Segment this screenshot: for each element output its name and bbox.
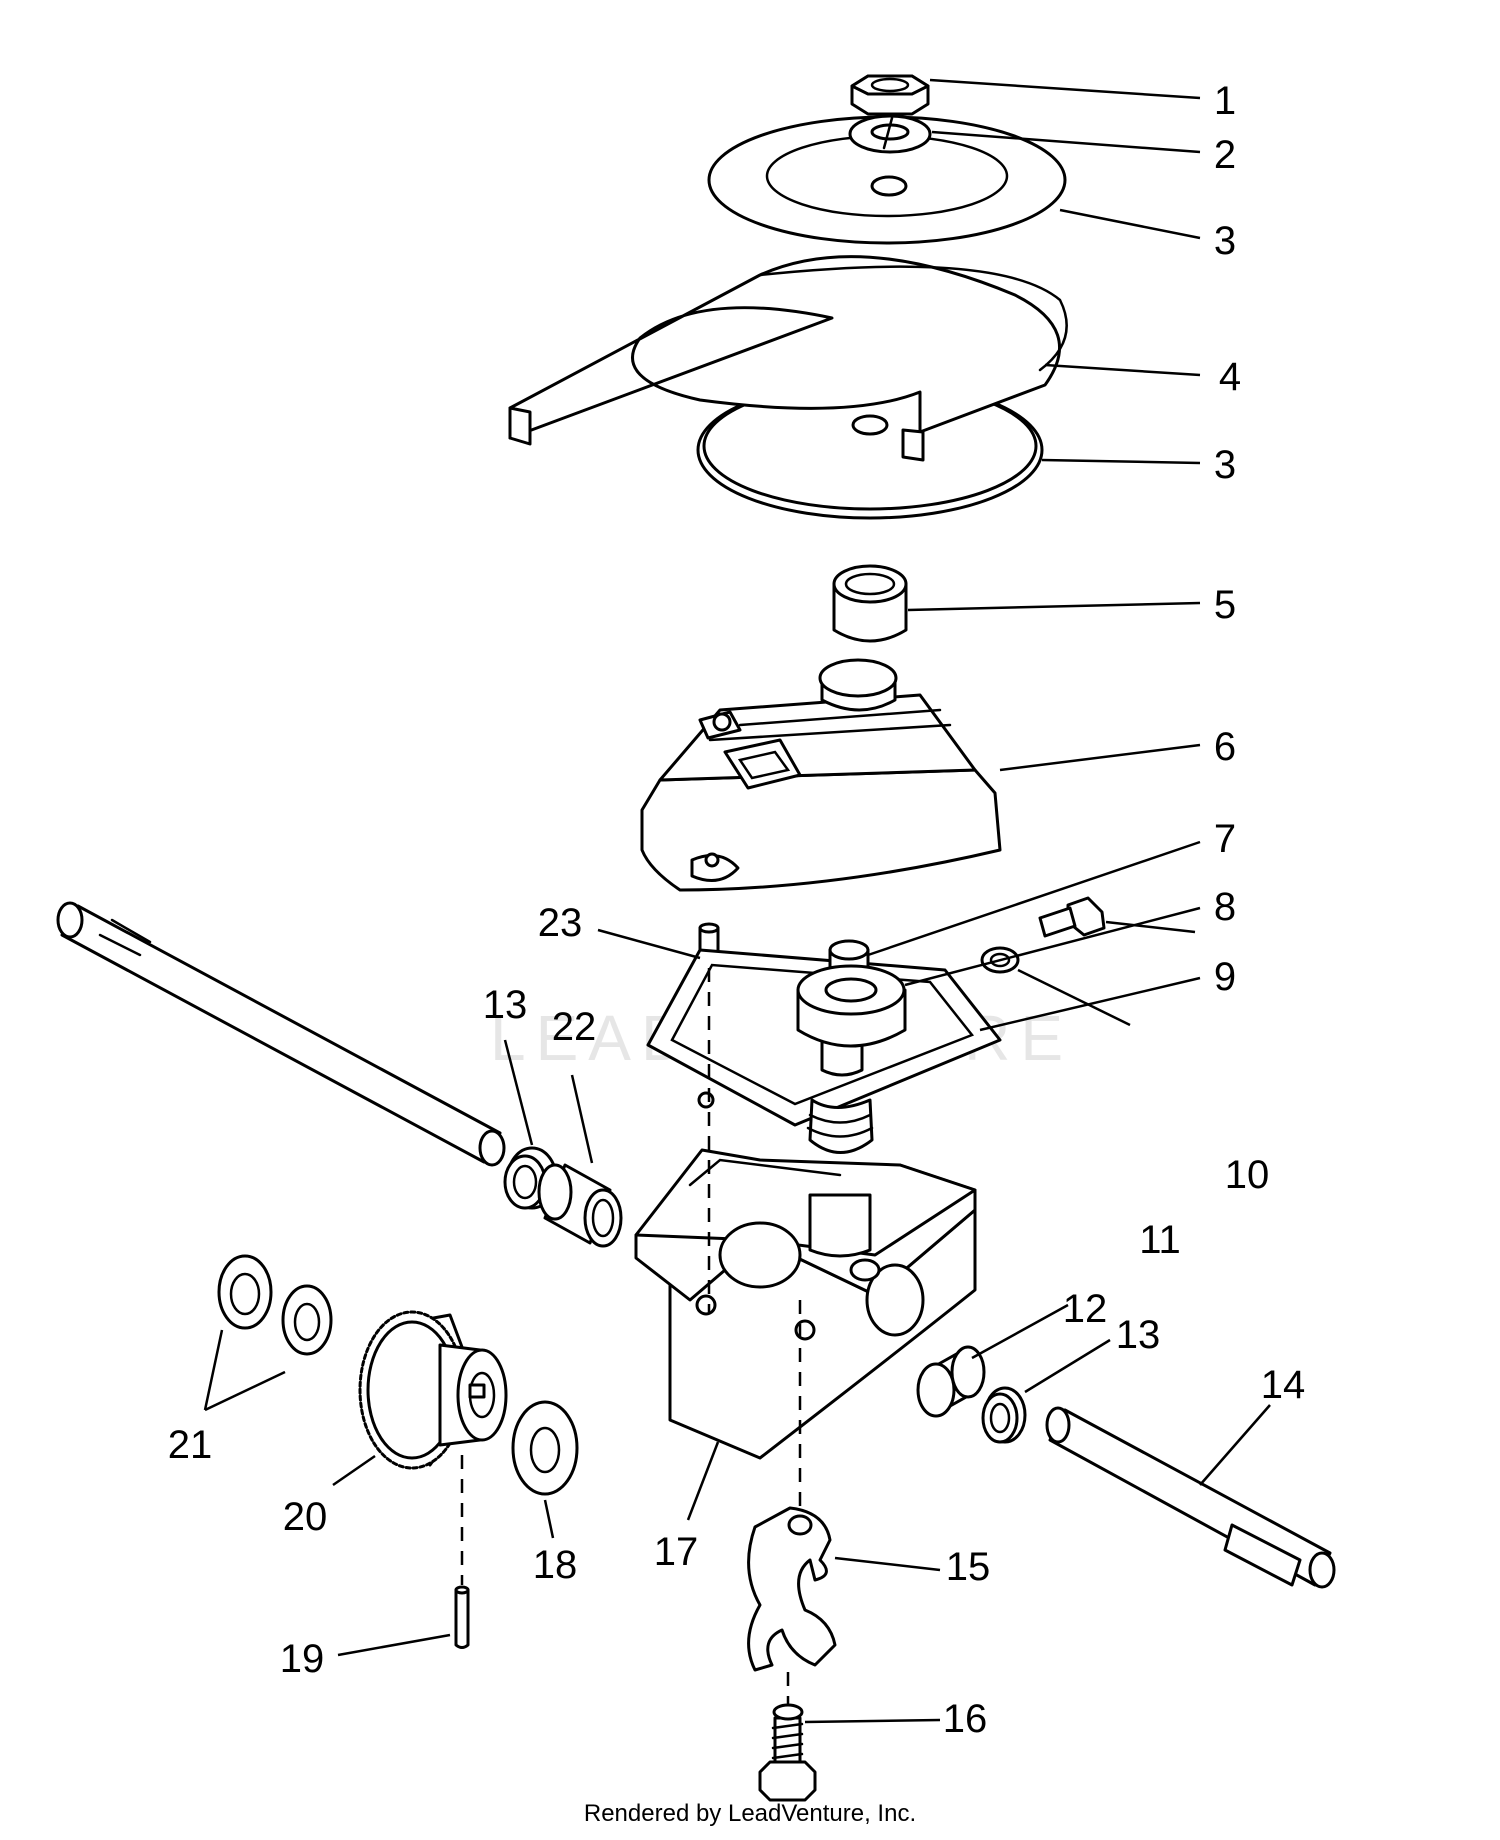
spacer-icon — [832, 564, 908, 643]
axle-shaft-icon — [56, 901, 506, 1167]
roll-pin-icon — [454, 1585, 470, 1649]
callout-3: 3 — [1214, 219, 1236, 263]
callout-21: 21 — [168, 1423, 213, 1467]
seal-icon — [981, 1386, 1027, 1444]
callout-16: 16 — [943, 1697, 988, 1741]
gearbox-housing-icon — [634, 1148, 977, 1460]
callout-18: 18 — [533, 1543, 578, 1587]
callout-6: 6 — [1214, 725, 1236, 769]
alignment-lines — [460, 968, 802, 1705]
callout-9: 9 — [1214, 955, 1236, 999]
axle-shaft-icon — [1045, 1406, 1336, 1589]
callout-12: 12 — [1063, 1287, 1108, 1331]
bracket-icon — [747, 1506, 837, 1672]
callout-22: 22 — [552, 1005, 597, 1049]
callout-2: 2 — [1214, 133, 1236, 177]
bearing-icon — [796, 964, 907, 1048]
hex-nut-icon — [850, 74, 930, 116]
callout-4: 4 — [1219, 355, 1241, 399]
gearbox-cover-icon — [640, 658, 1002, 892]
gear-icon — [358, 1310, 508, 1470]
callout-8: 8 — [1214, 885, 1236, 929]
callout-10: 10 — [1225, 1153, 1270, 1197]
washer-icon — [217, 1254, 333, 1356]
callout-5: 5 — [1214, 583, 1236, 627]
callout-20: 20 — [283, 1495, 328, 1539]
bushing-icon — [537, 1163, 623, 1248]
callout-14: 14 — [1261, 1363, 1306, 1407]
callout-13: 13 — [1116, 1313, 1161, 1357]
callout-13: 13 — [483, 983, 528, 1027]
callout-23: 23 — [538, 901, 583, 945]
callout-labels: 1 2 3 4 3 5 6 7 8 9 10 11 12 13 14 15 16… — [168, 79, 1306, 1741]
screw-icon — [1038, 896, 1106, 938]
callout-1: 1 — [1214, 79, 1236, 123]
leader-lines — [203, 78, 1271, 1724]
callout-15: 15 — [946, 1545, 991, 1589]
footer-credit: Rendered by LeadVenture, Inc. — [583, 1800, 917, 1827]
callout-11: 11 — [1139, 1218, 1181, 1262]
thrust-washer-icon — [511, 1400, 579, 1496]
tine-spring-icon — [508, 255, 1068, 462]
bolt-icon — [758, 1703, 817, 1802]
ring-icon — [980, 946, 1020, 974]
lock-washer-icon — [848, 114, 932, 154]
seal-icon — [503, 1146, 558, 1210]
callout-7: 7 — [1214, 817, 1236, 861]
callout-17: 17 — [654, 1530, 699, 1574]
callout-19: 19 — [280, 1637, 325, 1681]
callout-3: 3 — [1214, 443, 1236, 487]
bushing-icon — [916, 1345, 986, 1418]
